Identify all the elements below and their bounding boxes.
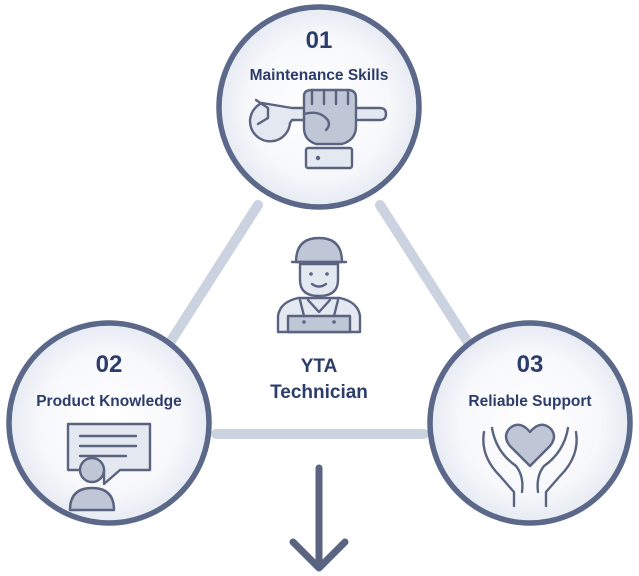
node-circle <box>427 320 633 526</box>
down-arrow-icon <box>289 464 349 572</box>
center-label-line1: YTA <box>301 356 338 377</box>
node-number: 01 <box>306 27 333 54</box>
center-label-line2: Technician <box>270 382 368 403</box>
hands-heart-icon <box>482 423 578 508</box>
wrench-hand-icon <box>248 88 388 170</box>
node-reliable-support: 03 Reliable Support <box>427 320 633 526</box>
center-technician: YTA Technician <box>270 236 368 403</box>
technician-icon <box>276 236 362 334</box>
node-label: Reliable Support <box>468 393 591 410</box>
connector-top-left <box>157 200 263 360</box>
person-speech-bubble-icon <box>66 422 152 512</box>
node-label: Product Knowledge <box>36 393 182 410</box>
node-number: 02 <box>96 351 123 378</box>
node-maintenance-skills: 01 Maintenance Skills <box>216 4 422 210</box>
node-label: Maintenance Skills <box>250 67 389 84</box>
connectors <box>157 200 481 439</box>
node-product-knowledge: 02 Product Knowledge <box>6 320 212 526</box>
connector-top-right <box>375 200 481 360</box>
node-number: 03 <box>517 351 544 378</box>
